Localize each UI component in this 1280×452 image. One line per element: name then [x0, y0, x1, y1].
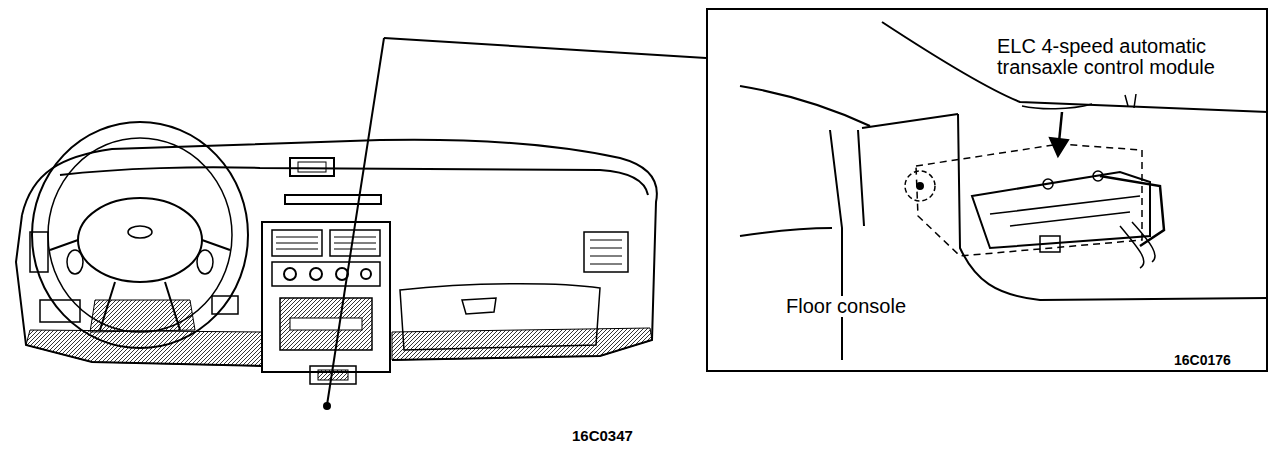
inset-illustration-part: [1093, 171, 1103, 181]
inset-illustration-part: [740, 228, 832, 236]
inset-illustration-part: [1100, 176, 1164, 246]
inset-illustration-part: [1125, 94, 1136, 108]
dashboard-part: [584, 232, 628, 272]
inset-illustration-part: [862, 114, 958, 128]
inset-illustration-part: [740, 86, 870, 126]
inset-illustration-part: [972, 172, 1150, 248]
dashboard-part: [400, 284, 600, 350]
inset-illustration-part: [1050, 138, 1068, 156]
dashboard-part: [285, 195, 381, 204]
inset-illustration-part: [917, 183, 923, 189]
inset-illustration-part: [1059, 112, 1062, 142]
inset-illustration-part: [1120, 222, 1155, 268]
figure-code: 16C0176: [1172, 353, 1233, 368]
dashboard-part: [78, 198, 202, 282]
dashboard-part: [392, 328, 652, 360]
inset-panel: ELC 4-speed automatic transaxle control …: [706, 8, 1268, 372]
dashboard-part: [16, 215, 262, 366]
part-label: ELC 4-speed automatic transaxle control …: [995, 36, 1261, 78]
figure-code: 16C0347: [570, 428, 635, 444]
dashboard-part: [590, 240, 622, 264]
inset-illustration-part: [858, 130, 864, 226]
inset-illustration-part: [882, 22, 1268, 112]
leader-line-part: [324, 403, 330, 409]
dashboard-part: [262, 222, 390, 372]
inset-illustration: [740, 22, 1268, 360]
dashboard-part: [290, 318, 362, 330]
inset-illustration-part: [1043, 179, 1053, 189]
inset-illustration-part: [830, 130, 842, 360]
dashboard-part: [361, 269, 371, 279]
dashboard-part: [290, 158, 334, 176]
dashboard-part: [60, 167, 648, 195]
leader-line-part: [384, 38, 706, 58]
dashboard-part: [280, 298, 372, 350]
leader-line: [324, 38, 706, 409]
part-label: Floor console: [784, 296, 908, 317]
inset-illustration-part: [958, 114, 1268, 300]
inset-illustration-part: [990, 196, 1140, 226]
dashboard-part: [298, 162, 326, 172]
dashboard-part: [462, 298, 496, 314]
dashboard-part: [276, 237, 376, 249]
dashboard-part: [32, 122, 248, 348]
leader-line-part: [327, 38, 384, 405]
inset-illustration-part: [1022, 104, 1092, 109]
dashboard-part: [128, 226, 152, 238]
dashboard-part: [90, 300, 195, 332]
dashboard-part: [272, 262, 380, 286]
dashboard-part: [284, 268, 296, 280]
dashboard-part: [67, 250, 83, 274]
inset-illustration-part: [1040, 236, 1060, 252]
dashboard-part: [197, 250, 213, 274]
dashboard-part: [48, 138, 232, 332]
dashboard-part: [310, 268, 322, 280]
inset-illustration-part: [905, 171, 935, 201]
